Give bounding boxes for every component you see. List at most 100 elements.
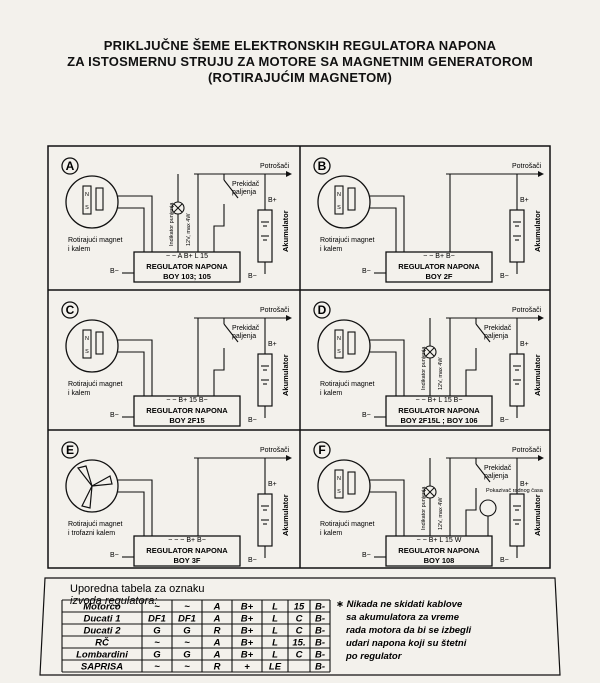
regulator-model: BOY 3F (174, 556, 201, 565)
table-cell: LE (269, 662, 282, 673)
indicator-label: Indikator punjenja (421, 486, 427, 530)
table-cell: L (272, 650, 278, 661)
table-cell: A (213, 638, 221, 649)
battery-label: Akumulator (281, 354, 290, 396)
wire-ac-2 (370, 207, 397, 252)
regulator-terminals: ~ ~ B+ B− (423, 253, 455, 260)
consumers-arrow (538, 315, 544, 321)
table-cell: C (296, 650, 303, 661)
consumers-label: Potrošači (512, 447, 542, 454)
table-cell: B+ (241, 602, 254, 613)
note-line-3: rada motora da bi se izbegli (346, 625, 471, 636)
table-cell: R (214, 662, 221, 673)
regulator-box (133, 395, 241, 427)
switch-label-2: paljenja (232, 333, 256, 340)
lamp-spec-label: 12V, max 4W (438, 497, 444, 530)
note-line-4: udari napona koji su štetni (346, 638, 467, 649)
switch-label-2: paljenja (232, 189, 256, 196)
battery-plus-label: B+ (520, 481, 529, 488)
table-cell: B- (315, 662, 325, 673)
regulator-model: BOY 103; 105 (163, 272, 211, 281)
magnet-pole-n: N (85, 336, 89, 342)
table-title-2: izvoda regulatora: (70, 595, 157, 607)
panel-letter: B (318, 159, 327, 173)
battery-label: Akumulator (533, 354, 542, 396)
table-row-label: Motorco (83, 602, 121, 613)
wire-ac-1 (370, 479, 405, 536)
table-cell: R (214, 626, 221, 637)
panel-letter: E (66, 443, 74, 457)
wire-ac-1 (118, 339, 153, 396)
table-cell: G (183, 626, 191, 637)
wire-15 (213, 348, 225, 396)
title-line-3: (ROTIRAJUĆIM MAGNETOM) (208, 70, 392, 85)
ground-minus-label: B− (362, 412, 371, 419)
wire-ac-1 (118, 195, 153, 252)
switch-contact (475, 323, 491, 343)
battery-minus-label: B− (248, 273, 257, 280)
rotor-circle (65, 175, 119, 229)
wire-ac-2 (370, 351, 397, 396)
magnet-pole-n: N (85, 192, 89, 198)
table-cell: A (213, 650, 221, 661)
magnet-block (334, 185, 344, 215)
table-cell: ~ (154, 662, 160, 673)
table-cell: ~ (184, 638, 190, 649)
table-cell: L (272, 626, 278, 637)
rotor-circle (317, 319, 371, 373)
panel-letter-circle (61, 157, 79, 175)
table-cell: B- (315, 650, 325, 661)
consumers-label: Potrošači (260, 447, 290, 454)
rotor-label-2: i kalem (68, 390, 90, 397)
table-cell: L (272, 602, 278, 613)
indicator-label: Indikator punjenja (169, 202, 175, 246)
magnet-pole-s: S (337, 349, 341, 355)
consumers-label: Potrošači (260, 307, 290, 314)
switch-label-2: paljenja (484, 473, 508, 480)
ground-minus-label: B− (110, 412, 119, 419)
table-cell: DF1 (148, 614, 166, 625)
magnet-pole-n: N (337, 476, 341, 482)
regulator-terminals: ~ ~ ~ B+ B− (168, 537, 206, 544)
regulator-terminals: ~ ~ B+ L 15 B− (416, 397, 463, 404)
regulator-terminals: ~ ~ A B+ L 15 (166, 253, 208, 260)
table-cell: L (272, 614, 278, 625)
battery-plus-label: B+ (268, 197, 277, 204)
switch-contact (223, 179, 239, 199)
magnet-block (82, 329, 92, 359)
regulator-name: REGULATOR NAPONA (146, 546, 228, 555)
wire-15 (465, 488, 477, 536)
magnet-pole-s: S (85, 205, 89, 211)
wire-15 (213, 204, 225, 252)
table-cell: B- (315, 602, 325, 613)
table-row-label: RČ (95, 637, 109, 649)
rotor-label-1: Rotirajući magnet (320, 381, 375, 388)
switch-label-1: Prekidač (484, 465, 512, 472)
panel-letter-circle (61, 441, 79, 459)
stator-arm (76, 465, 93, 487)
consumers-label: Potrošači (260, 163, 290, 170)
rotor-label-1: Rotirajući magnet (320, 237, 375, 244)
table-frame (39, 577, 561, 676)
battery-plus-label: B+ (520, 341, 529, 348)
table-cell: ~ (184, 602, 190, 613)
battery-minus-label: B− (500, 273, 509, 280)
coil (347, 471, 356, 495)
rotor-circle (65, 319, 119, 373)
table-cell: B- (315, 626, 325, 637)
consumers-arrow (538, 455, 544, 461)
magnet-pole-s: S (337, 489, 341, 495)
lamp-spec-label: 12V, max 4W (438, 357, 444, 390)
switch-label-1: Prekidač (232, 181, 260, 188)
panel-letter: D (318, 303, 327, 317)
table-cell: C (296, 626, 303, 637)
rotor-label-1: Rotirajući magnet (320, 521, 375, 528)
regulator-box (133, 535, 241, 567)
lamp-spec-label: 12V, max 4W (186, 213, 192, 246)
table-cell: B+ (241, 650, 254, 661)
battery-minus-label: B− (248, 417, 257, 424)
regulator-box (133, 251, 241, 283)
